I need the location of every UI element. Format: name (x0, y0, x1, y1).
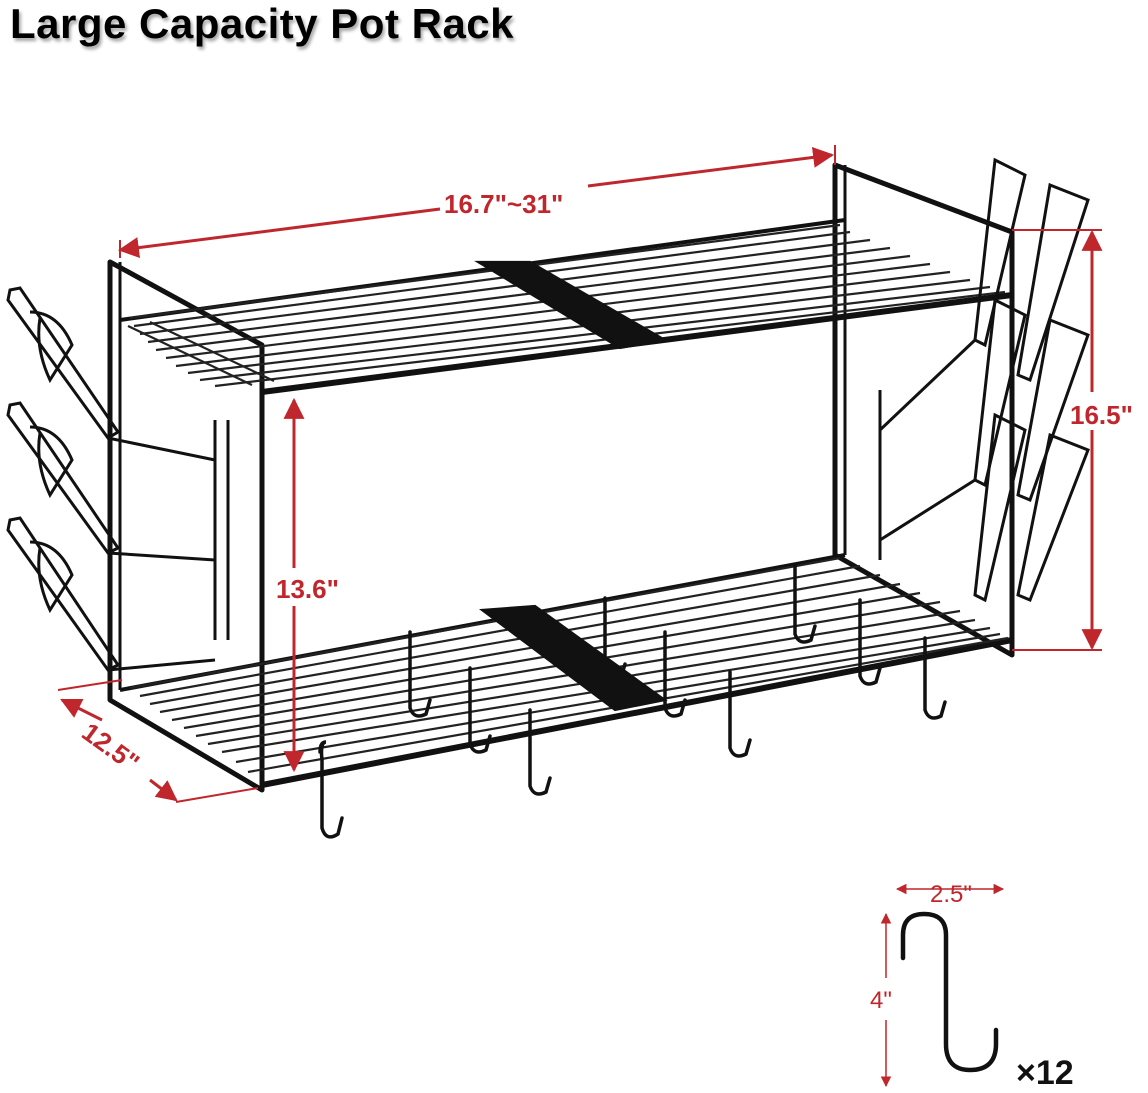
hook-quantity-label: ×12 (1016, 1054, 1074, 1092)
page-title: Large Capacity Pot Rack (10, 0, 515, 47)
shelf-gap-dimension: 13.6" (276, 397, 339, 773)
height-label: 16.5" (1070, 400, 1133, 430)
hook-height-label: 4" (870, 987, 892, 1014)
hook-width-label: 2.5" (930, 881, 972, 908)
bottom-shelf-wires (129, 556, 1009, 774)
top-shelf-wires (127, 223, 1006, 388)
width-dimension: 16.7"~31" (117, 145, 836, 259)
left-lid-holders (6, 286, 230, 672)
hanging-hooks (318, 564, 947, 839)
shelf-gap-label: 13.6" (276, 574, 339, 604)
right-lid-holders (878, 157, 1090, 603)
s-hook-detail: 2.5" 4" ×12 (870, 881, 1074, 1092)
depth-label: 12.5" (76, 717, 145, 778)
width-label: 16.7"~31" (444, 189, 563, 219)
height-dimension: 16.5" (1012, 229, 1133, 651)
